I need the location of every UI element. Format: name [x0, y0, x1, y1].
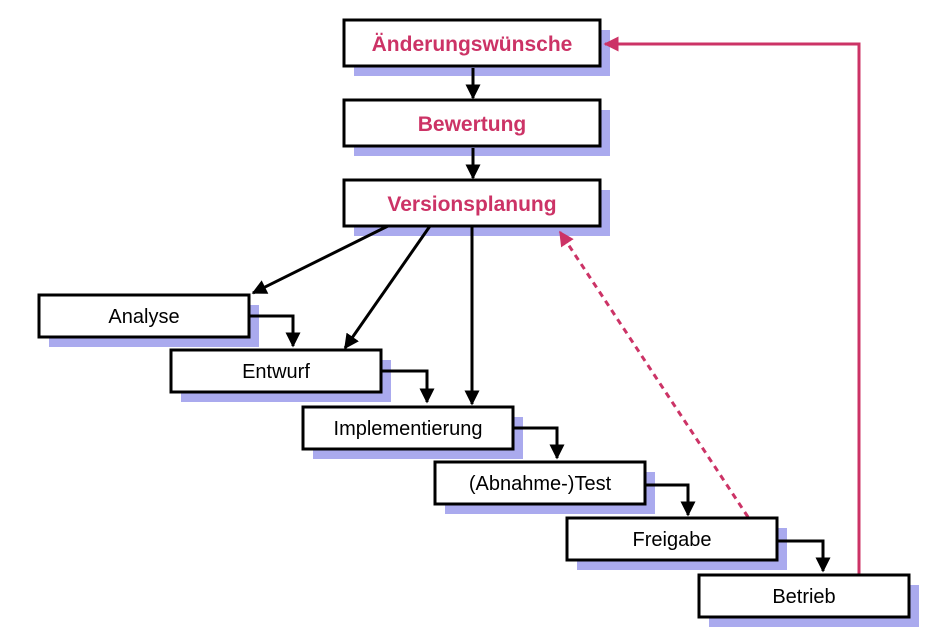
box-abnahmetest-label: (Abnahme-)Test [469, 473, 612, 495]
arrow-freigabe-to-betrieb [777, 539, 831, 573]
box-analyse-label: Analyse [108, 306, 179, 328]
box-versionsplanung-label: Versionsplanung [387, 193, 556, 216]
box-aenderungswuensche-label: Änderungswünsche [372, 33, 573, 56]
arrow-freigabe-to-versionsplanung [558, 230, 750, 518]
box-aenderungswuensche: Änderungswünsche [342, 18, 602, 68]
arrow-versionsplanung-to-entwurf [343, 225, 432, 350]
box-entwurf: Entwurf [169, 348, 383, 394]
arrow-implementierung-to-test [513, 426, 565, 460]
box-versionsplanung: Versionsplanung [342, 178, 602, 228]
box-betrieb-label: Betrieb [772, 586, 835, 608]
arrow-versionsplanung-to-analyse [251, 224, 389, 295]
box-freigabe: Freigabe [565, 516, 779, 562]
arrow-entwurf-to-implementierung [381, 369, 435, 404]
box-abnahmetest: (Abnahme-)Test [433, 460, 647, 506]
arrow-analyse-to-entwurf [249, 314, 301, 348]
box-implementierung-label: Implementierung [334, 418, 483, 440]
arrow-betrieb-to-aenderungswuensche [603, 36, 861, 575]
box-betrieb: Betrieb [697, 573, 911, 619]
box-entwurf-label: Entwurf [242, 361, 310, 383]
box-freigabe-label: Freigabe [633, 529, 712, 551]
arrows [249, 36, 861, 575]
box-analyse: Analyse [37, 293, 251, 339]
box-implementierung: Implementierung [301, 405, 515, 451]
box-bewertung-label: Bewertung [418, 113, 527, 136]
arrow-test-to-freigabe [645, 483, 696, 517]
box-bewertung: Bewertung [342, 98, 602, 148]
